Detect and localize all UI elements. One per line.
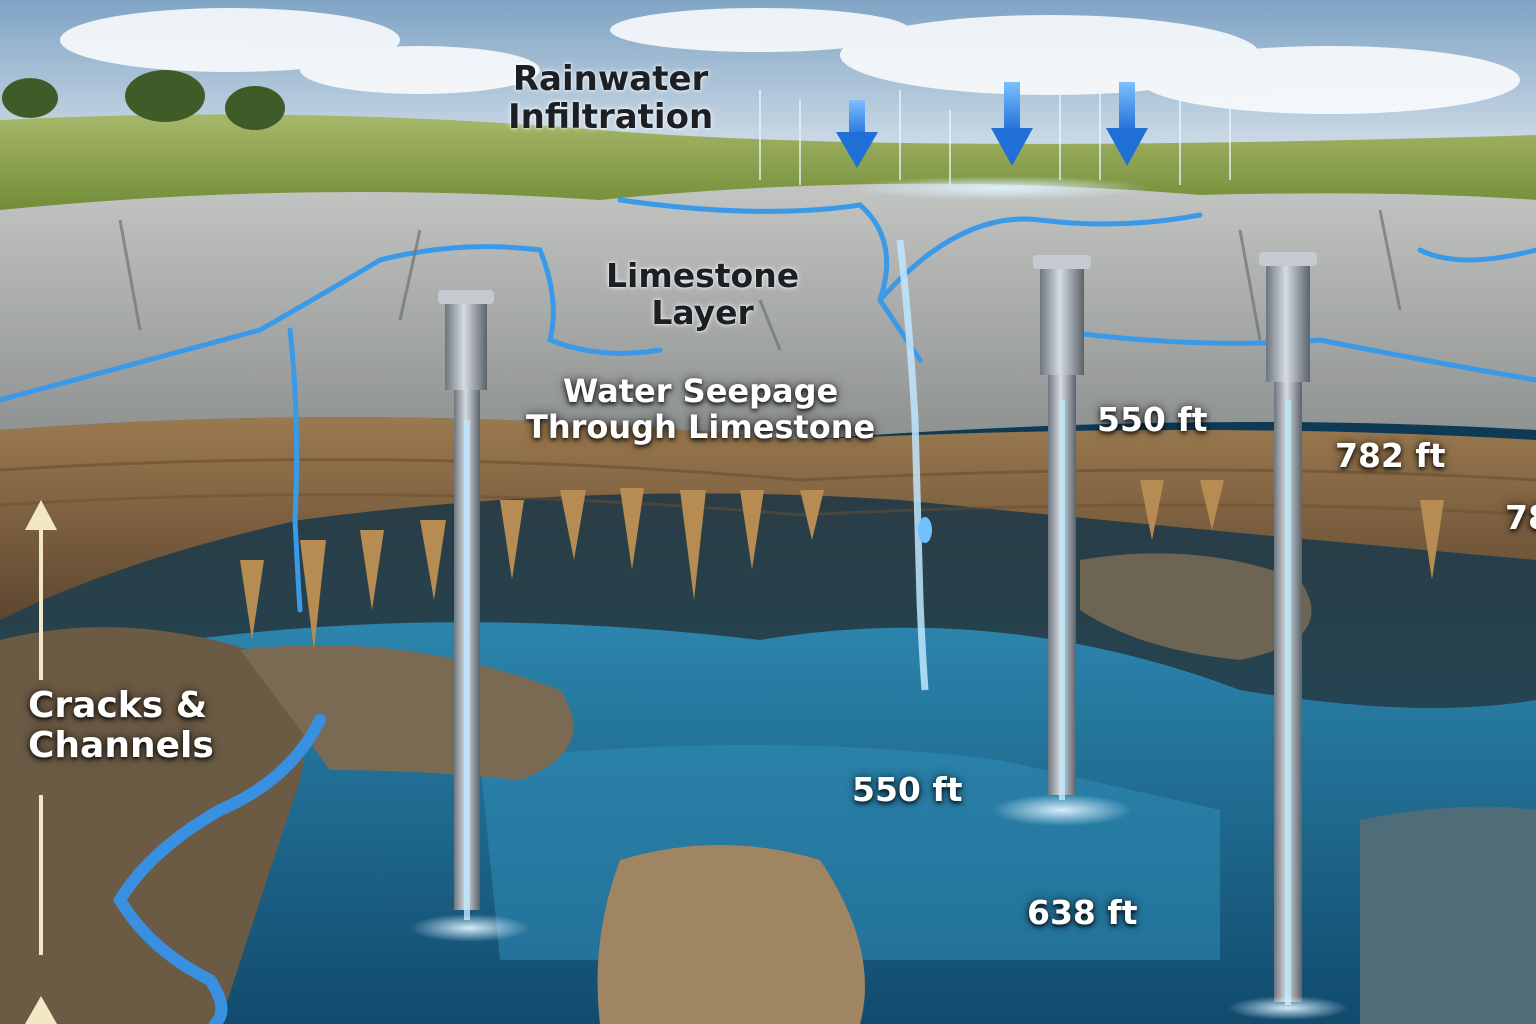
depth-label: 782 ft [1335, 436, 1446, 475]
depth-label-cropped: 78 [1505, 498, 1536, 537]
rock-ledge-center-left [240, 645, 574, 780]
limestone-layer [0, 183, 1536, 441]
stream-channel [113, 714, 326, 1024]
rock-ledge-left [0, 627, 305, 1024]
well-pipe-right [1228, 252, 1348, 1020]
well-pipe-center [992, 255, 1132, 826]
upward-arrow-icon [25, 500, 57, 1024]
well-pipe-left [410, 290, 530, 942]
grassland [0, 114, 1536, 215]
depth-label: 550 ft [852, 770, 963, 809]
limestone-layer-label: Limestone Layer [606, 256, 800, 332]
depth-label: 550 ft [1097, 400, 1208, 439]
sediment-layer [0, 417, 1536, 620]
seepage-waterfall [896, 239, 929, 691]
infiltration-arrows [836, 82, 1148, 168]
water-seepage-label: Water Seepage Through Limestone [526, 372, 876, 446]
trees [2, 70, 285, 130]
rock-outcrop-bottom [597, 845, 865, 1024]
water-droplet [918, 517, 932, 543]
limestone-cracks [0, 197, 1536, 613]
depth-label: 638 ft [1027, 893, 1138, 932]
rock-ledge-right [1080, 553, 1312, 660]
stalactites [240, 480, 1444, 650]
rain-streaks [759, 85, 1231, 185]
limestone-joints [118, 209, 1402, 351]
arrow-down-icon [991, 82, 1033, 166]
surface-puddle [850, 176, 1150, 200]
arrow-down-icon [836, 100, 878, 168]
rock-cliff-right [1360, 806, 1536, 1024]
rainwater-infiltration-label: Rainwater Infiltration [508, 59, 714, 138]
clouds [60, 8, 1520, 114]
arrow-down-icon [1106, 82, 1148, 166]
cracks-channels-label: Cracks & Channels [28, 685, 214, 767]
